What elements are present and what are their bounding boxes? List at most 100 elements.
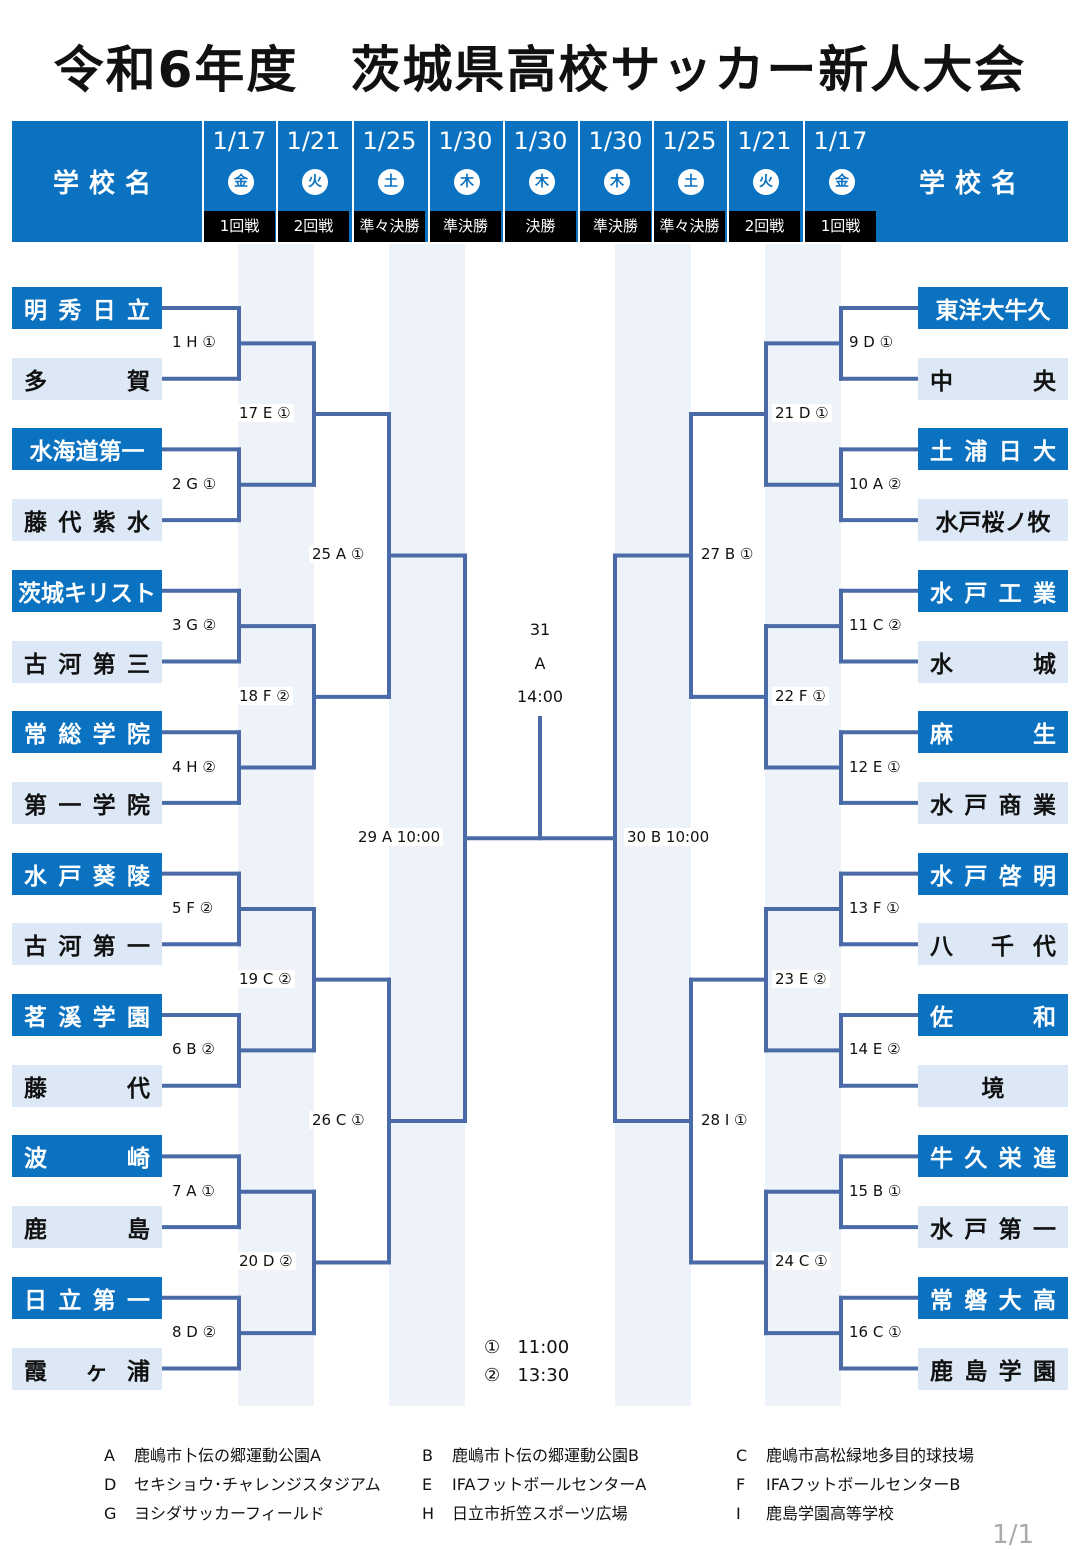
team-name-char: 第 [998, 1217, 1022, 1243]
header-round: 準決勝 [580, 211, 651, 242]
team-name-char: 業 [1032, 581, 1056, 607]
team-name-char: 水 [126, 510, 150, 536]
team-right: 常磐大高 [918, 1277, 1068, 1319]
team-name-char: 一 [58, 793, 82, 819]
time-slot-1: ① 11:00 [484, 1337, 570, 1358]
match-label: 14 E ② [846, 1040, 904, 1059]
team-name-char: 千 [991, 934, 1014, 960]
header-weekday: 土 [678, 169, 704, 195]
venue-key: F [736, 1475, 746, 1494]
team-name-char: 日 [92, 298, 116, 324]
header-round: 準々決勝 [654, 211, 725, 242]
team-left: 水海道第一 [12, 428, 162, 470]
team-name-char: 河 [58, 652, 82, 678]
team-right: 中央 [918, 358, 1068, 400]
team-name-char: 茗 [24, 1005, 47, 1031]
team-left: 霞ヶ浦 [12, 1348, 162, 1390]
team-right: 水戸第一 [918, 1206, 1068, 1248]
page-title: 令和6年度 茨城県高校サッカー新人大会 [53, 41, 1027, 99]
qf-column-stripe-left [389, 244, 465, 1406]
team-name-char: 園 [1032, 1359, 1056, 1385]
team-name-char: 水 [930, 793, 953, 819]
team-right: 水城 [918, 641, 1068, 683]
team-name-char: 代 [126, 1076, 150, 1102]
match-label: 12 E ① [846, 757, 904, 776]
school-name-header-left: 学校名 [52, 169, 161, 199]
team-name: 茨城キリスト [18, 581, 156, 607]
final-venue: A [534, 654, 546, 673]
team-left: 茨城キリスト [12, 570, 162, 612]
team-name-char: 栄 [998, 1146, 1022, 1172]
team-left: 多賀 [12, 358, 162, 400]
match-label: 4 H ② [169, 757, 219, 776]
team-name-char: 明 [1032, 864, 1056, 890]
match-label: 17 E ① [236, 404, 294, 423]
team-name-char: 葵 [92, 864, 116, 890]
team-name-char: 日 [998, 439, 1022, 465]
team-name-char: 島 [126, 1217, 150, 1243]
header-round: 2回戦 [729, 211, 800, 242]
team-name-char: 戸 [58, 864, 82, 890]
venue-name: 鹿島学園高等学校 [766, 1504, 895, 1523]
venue-name: 鹿嶋市卜伝の郷運動公園A [134, 1446, 321, 1465]
team-name-char: 古 [24, 934, 47, 960]
team-name-char: 代 [58, 510, 82, 536]
match-label: 20 D ② [236, 1252, 296, 1271]
team-name-char: 水 [930, 581, 953, 607]
header-round: 2回戦 [278, 211, 349, 242]
team-left: 波崎 [12, 1135, 162, 1177]
header-round: 準々決勝 [354, 211, 425, 242]
team-name-char: 業 [1032, 793, 1056, 819]
team-name-char: 藤 [24, 1076, 47, 1102]
team-name-char: 水 [930, 864, 953, 890]
team-name-char: 磐 [964, 1288, 988, 1314]
venue-name: IFAフットボールセンターB [766, 1475, 961, 1494]
team-name-char: 崎 [126, 1146, 150, 1172]
header-weekday: 木 [604, 169, 630, 195]
team-name-char: 一 [1032, 1217, 1056, 1243]
team-name-char: 院 [126, 793, 150, 819]
team-name-char: 城 [1032, 652, 1056, 678]
match-label: 13 F ① [846, 898, 903, 917]
venue-name: セキショウ･チャレンジスタジアム [134, 1475, 381, 1494]
team-right: 水戸桜ノ牧 [918, 499, 1068, 541]
final-time: 14:00 [516, 687, 564, 706]
team-name-char: 学 [998, 1359, 1022, 1385]
match-label: 28 I ① [698, 1111, 751, 1130]
team-name-char: 第 [92, 934, 116, 960]
match-label: 22 F ① [772, 686, 829, 705]
team-left: 古河第三 [12, 641, 162, 683]
team-name-char: 牛 [930, 1146, 953, 1172]
venue-key: B [422, 1446, 433, 1465]
team-name-char: 戸 [964, 793, 988, 819]
team-right: 八千代 [918, 923, 1068, 965]
venue-legend-item: A 鹿嶋市卜伝の郷運動公園A [104, 1442, 321, 1466]
team-name-char: 久 [964, 1146, 988, 1172]
venue-key: A [104, 1446, 115, 1465]
team-name: 境 [981, 1076, 1005, 1102]
team-name-char: 藤 [24, 510, 47, 536]
match-label: 7 A ① [169, 1181, 218, 1200]
team-left: 第一学院 [12, 782, 162, 824]
match-label: 9 D ① [846, 333, 897, 352]
team-name-char: 佐 [930, 1005, 953, 1031]
team-name-char: ヶ [85, 1359, 108, 1385]
header-date: 1/30 [438, 127, 493, 155]
venue-name: 鹿嶋市卜伝の郷運動公園B [452, 1446, 639, 1465]
team-name-char: 多 [24, 369, 47, 395]
header-weekday: 火 [302, 169, 328, 195]
team-name-char: 学 [92, 793, 116, 819]
team-name-char: 立 [126, 298, 150, 324]
team-right: 土浦日大 [918, 428, 1068, 470]
team-right: 東洋大牛久 [918, 287, 1068, 329]
